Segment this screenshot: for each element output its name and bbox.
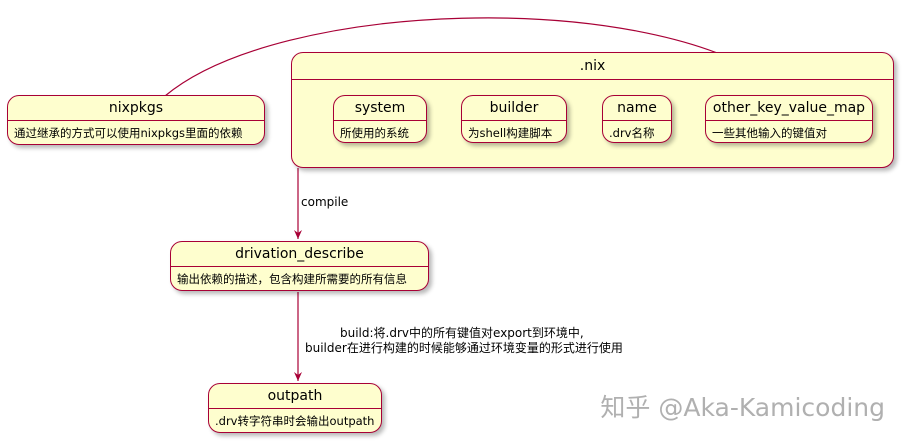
inherit-connector	[164, 17, 771, 97]
name-desc: .drv名称	[609, 126, 655, 140]
build-label-line1: build:将.drv中的所有键值对export到环境中,	[340, 326, 584, 340]
drivation-describe-node: drivation_describe 输出依赖的描述，包含构建所需要的所有信息	[170, 241, 429, 291]
drivation-describe-desc: 输出依赖的描述，包含构建所需要的所有信息	[177, 272, 407, 286]
builder-desc: 为shell构建脚本	[468, 126, 553, 140]
other-key-value-map-title: other_key_value_map	[706, 96, 872, 121]
nix-title: .nix	[292, 53, 893, 80]
name-title: name	[603, 96, 671, 121]
builder-title: builder	[462, 96, 566, 121]
outpath-node: outpath .drv转字符串时会输出outpath	[208, 383, 382, 433]
system-title: system	[334, 96, 426, 121]
nixpkgs-title: nixpkgs	[8, 96, 264, 121]
name-node: name .drv名称	[602, 95, 672, 143]
nixpkgs-desc: 通过继承的方式可以使用nixpkgs里面的依赖	[14, 126, 243, 140]
drivation-describe-title: drivation_describe	[171, 242, 428, 267]
build-label-line2: builder在进行构建的时候能够通过环境变量的形式进行使用	[305, 341, 623, 355]
watermark-text: 知乎 @Aka-Kamicoding	[600, 393, 885, 422]
compile-label: compile	[301, 195, 349, 209]
other-key-value-map-desc: 一些其他输入的键值对	[712, 126, 827, 140]
outpath-title: outpath	[209, 384, 381, 409]
other-key-value-map-node: other_key_value_map 一些其他输入的键值对	[705, 95, 873, 143]
builder-node: builder 为shell构建脚本	[461, 95, 567, 143]
system-desc: 所使用的系统	[340, 126, 409, 140]
nixpkgs-node: nixpkgs 通过继承的方式可以使用nixpkgs里面的依赖	[7, 95, 265, 145]
system-node: system 所使用的系统	[333, 95, 427, 143]
outpath-desc: .drv转字符串时会输出outpath	[215, 414, 375, 428]
